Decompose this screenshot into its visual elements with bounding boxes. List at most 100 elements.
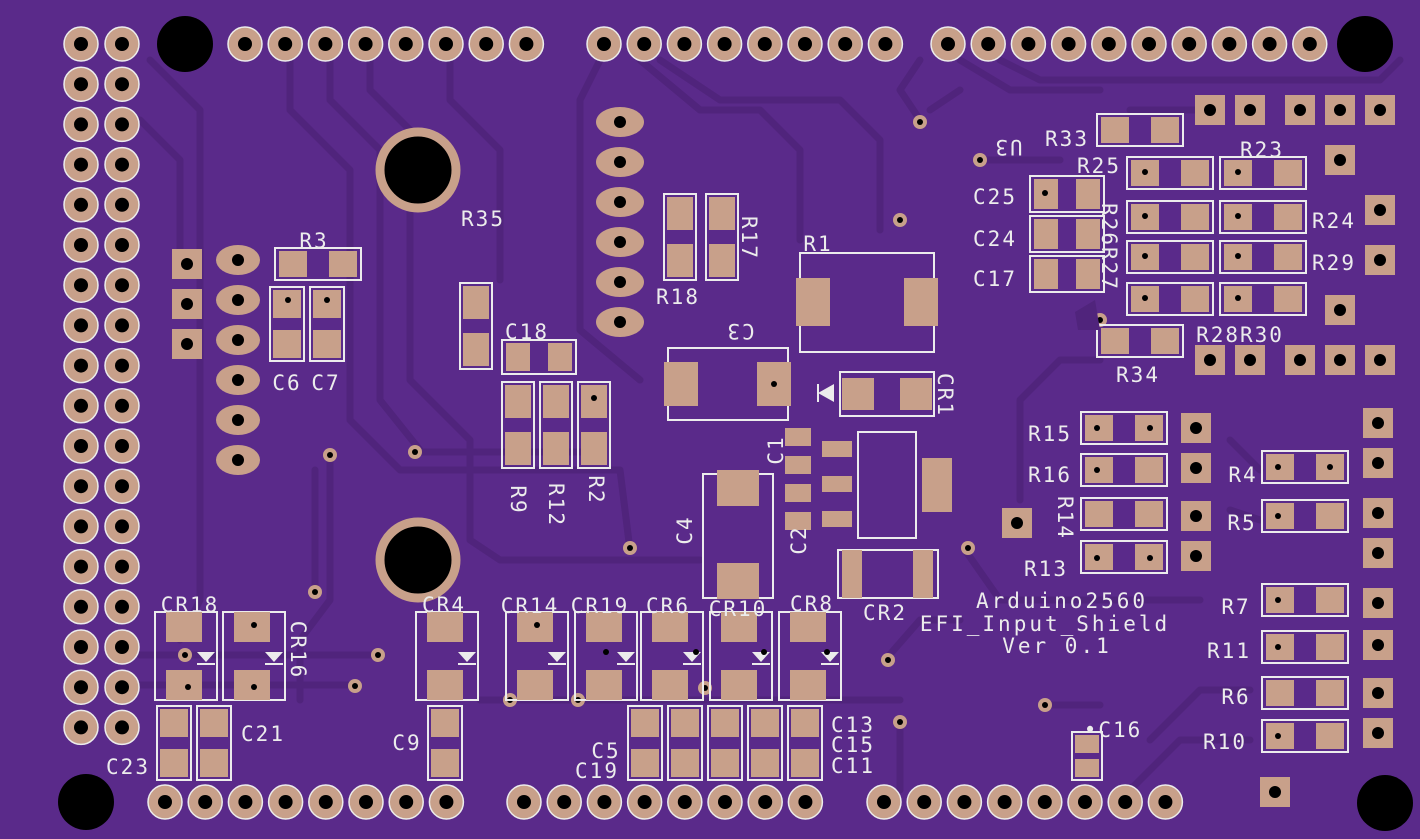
pin1-dot xyxy=(1275,464,1281,470)
r4-outline xyxy=(1261,450,1349,484)
pin-drill xyxy=(1372,597,1384,609)
pin-drill xyxy=(115,398,129,413)
refdes-c2: C2 xyxy=(787,525,811,554)
pin-drill xyxy=(74,398,88,413)
r2-pad-1 xyxy=(581,385,607,418)
pin1-dot xyxy=(1142,295,1148,301)
r9-outline xyxy=(501,381,535,469)
refdes-r14: R14 xyxy=(1053,496,1077,540)
pin-drill xyxy=(238,37,252,51)
pin-drill xyxy=(115,157,129,172)
pin-drill xyxy=(1334,304,1346,316)
refdes-r15: R15 xyxy=(1028,422,1072,446)
r10-outline xyxy=(1261,719,1349,753)
component-r24 xyxy=(1219,200,1307,234)
pin-drill xyxy=(1244,354,1256,366)
pin-drill xyxy=(1204,354,1216,366)
r5-outline xyxy=(1261,499,1349,533)
c5-pad-1 xyxy=(671,709,699,737)
component-r6 xyxy=(1261,676,1349,710)
r18-outline xyxy=(663,193,697,281)
refdes-r5: R5 xyxy=(1227,511,1256,535)
pin1-dot xyxy=(251,622,257,628)
c17-pad-1 xyxy=(1034,259,1058,289)
pin1-dot xyxy=(1142,253,1148,259)
pin-drill xyxy=(115,77,129,92)
r18-pad-1 xyxy=(667,197,693,230)
diode-cr2 xyxy=(837,549,939,599)
pin-drill xyxy=(238,795,253,809)
c17-outline xyxy=(1029,255,1105,293)
c16-outline xyxy=(1071,731,1103,781)
mounting-hole-lower xyxy=(375,517,461,603)
r9-pad-1 xyxy=(505,385,531,418)
pin1-dot xyxy=(1235,295,1241,301)
pin-drill xyxy=(232,294,244,306)
cr2-pad-right xyxy=(913,550,933,598)
board-title-line-1: Arduino2560 xyxy=(976,589,1148,613)
r5-pad-2 xyxy=(1316,503,1344,529)
pin-drill xyxy=(614,236,626,248)
pin-drill xyxy=(1190,462,1202,474)
pin-drill xyxy=(158,795,172,809)
pin1-dot xyxy=(1142,169,1148,175)
r27-pad-2 xyxy=(1181,244,1209,270)
component-c21 xyxy=(196,705,232,781)
cr10-pad-1 xyxy=(721,612,757,642)
r24-outline xyxy=(1219,200,1307,234)
r34-pad-1 xyxy=(1101,328,1129,354)
pin1-dot xyxy=(1094,467,1100,473)
pin-drill xyxy=(1222,37,1237,51)
pin-drill xyxy=(1334,354,1346,366)
pin-drill xyxy=(74,439,88,453)
refdes-r33: R33 xyxy=(1045,127,1089,151)
refdes-r26r27: R26R27 xyxy=(1097,203,1121,291)
r34-outline xyxy=(1096,324,1184,358)
c9-pad-2 xyxy=(431,749,459,777)
via-drill xyxy=(627,545,633,551)
pin-drill xyxy=(181,258,193,270)
via-drill xyxy=(917,119,923,125)
refdes-cr19: CR19 xyxy=(571,594,630,618)
pin-drill xyxy=(877,795,891,809)
mounting-hole-top-right xyxy=(1337,16,1393,72)
c25-outline xyxy=(1029,175,1105,213)
r25-pad-2 xyxy=(1181,160,1209,186)
cr2-outline xyxy=(837,549,939,599)
r1-pad-left xyxy=(796,278,830,326)
r26-pad-2 xyxy=(1181,204,1209,230)
mounting-hole-top-left xyxy=(157,16,213,72)
refdes-c5: C5 xyxy=(591,739,620,763)
pin-drill xyxy=(74,720,88,735)
pin1-dot xyxy=(1142,213,1148,219)
pin-drill xyxy=(1204,104,1216,116)
c1-pad xyxy=(785,456,811,474)
component-c6 xyxy=(269,286,305,362)
header-pins xyxy=(63,26,1395,820)
refdes-r1: R1 xyxy=(803,232,832,256)
pin-drill xyxy=(597,37,611,51)
pin-drill xyxy=(74,157,88,172)
refdes-c1: C1 xyxy=(764,435,788,464)
pin-drill xyxy=(1262,37,1277,51)
component-c11-a xyxy=(747,705,783,781)
cr18-symbol xyxy=(197,652,215,662)
r18-pad-2 xyxy=(667,244,693,277)
pin-drill xyxy=(1372,727,1384,739)
pin-drill xyxy=(115,117,129,132)
r-unlabeled-pad-2 xyxy=(463,333,489,366)
pin-drill xyxy=(981,37,996,51)
pin1-dot xyxy=(1147,425,1153,431)
pin-drill xyxy=(1244,104,1256,116)
component-r14 xyxy=(1080,497,1168,531)
pin-drill xyxy=(1374,354,1386,366)
pin-drill xyxy=(115,519,129,534)
pin-drill xyxy=(1142,37,1156,51)
via-drill xyxy=(897,719,903,725)
r-unlabeled-pad-1 xyxy=(463,286,489,319)
r12-pad-2 xyxy=(543,432,569,465)
pin-drill xyxy=(614,116,626,128)
c19-pad-1 xyxy=(631,709,659,737)
pin-drill xyxy=(74,680,88,695)
component-c-mid xyxy=(707,705,743,781)
